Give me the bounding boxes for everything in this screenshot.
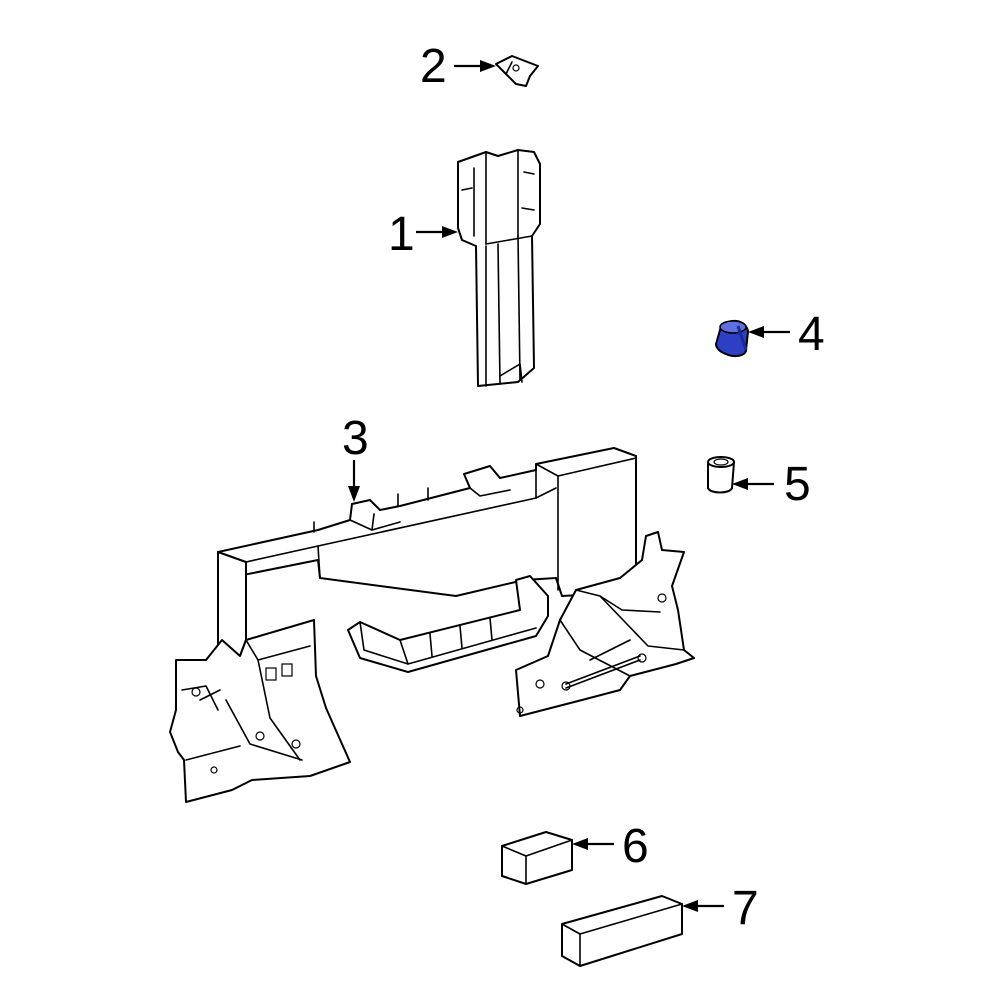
part-2-bracket[interactable] bbox=[495, 55, 539, 87]
callout-7-label: 7 bbox=[732, 882, 759, 935]
callout-6-label: 6 bbox=[622, 820, 649, 873]
part-6-pad[interactable] bbox=[501, 831, 573, 885]
part-3-frame[interactable] bbox=[169, 447, 695, 803]
part-7-pad[interactable] bbox=[561, 895, 683, 967]
callout-5-label: 5 bbox=[784, 458, 811, 511]
callout-3-label: 3 bbox=[342, 412, 369, 465]
part-5-bushing[interactable] bbox=[707, 456, 735, 494]
callout-2-label: 2 bbox=[420, 40, 447, 93]
part-1-upright[interactable] bbox=[457, 149, 541, 387]
part-4-cap[interactable] bbox=[714, 319, 750, 358]
callout-1-label: 1 bbox=[388, 208, 415, 261]
callout-4-label: 4 bbox=[798, 308, 825, 361]
callout-arrows bbox=[348, 60, 790, 912]
